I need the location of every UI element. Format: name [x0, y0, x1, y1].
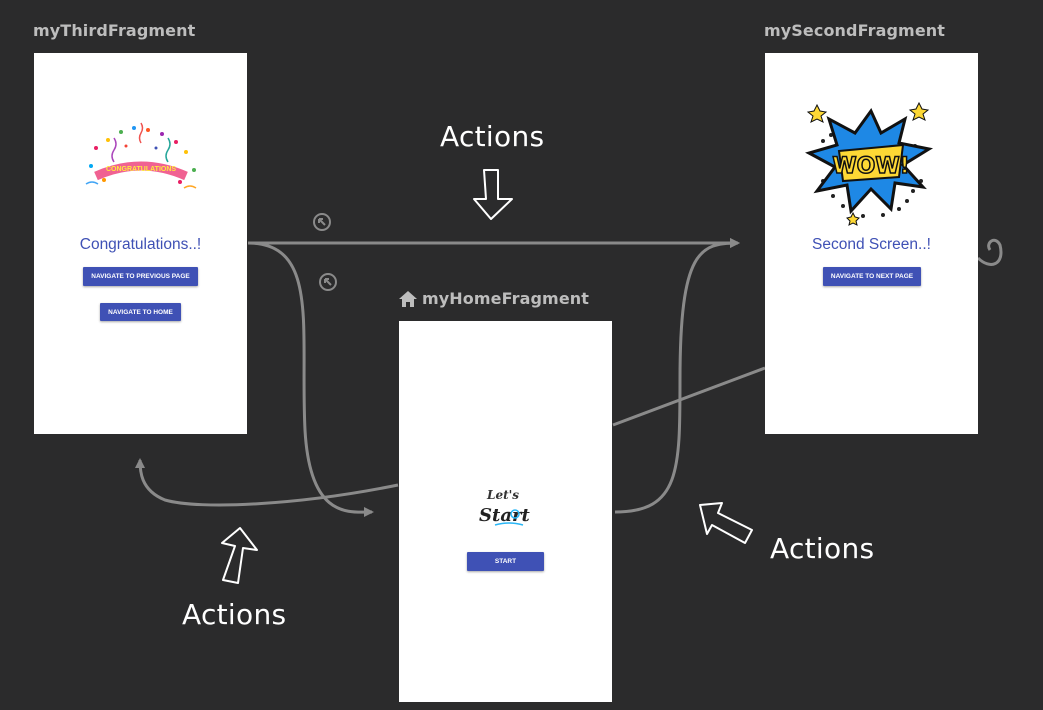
navigate-to-home-button[interactable]: NAVIGATE TO HOME [100, 303, 181, 321]
action-second-to-third[interactable] [976, 238, 1003, 266]
navigate-to-next-page-button[interactable]: NAVIGATE TO NEXT PAGE [823, 267, 921, 286]
second-screen-title: Second Screen..! [812, 236, 931, 253]
fragment-label-home-text: myHomeFragment [422, 289, 590, 308]
action-pop-icon[interactable] [319, 273, 337, 291]
action-second-to-home[interactable] [612, 366, 766, 427]
lets-text: Let's [486, 488, 519, 502]
action-home-to-second[interactable] [614, 238, 740, 514]
action-pop-icon[interactable] [313, 213, 331, 231]
third-fragment-screen[interactable]: CONGRATULATIONS Congratulations..! NAVIG… [34, 53, 247, 434]
actions-annotation-left: Actions [182, 598, 287, 631]
lets-start-logo: Let's Start [479, 488, 530, 526]
navigate-to-previous-page-button[interactable]: NAVIGATE TO PREVIOUS PAGE [83, 267, 198, 286]
actions-annotation-top: Actions [440, 120, 545, 153]
action-third-to-home[interactable] [247, 241, 374, 518]
home-icon [399, 290, 417, 307]
confetti-banner-text: CONGRATULATIONS [106, 166, 176, 173]
confetti-image: CONGRATULATIONS [85, 122, 197, 189]
wow-text: WOW! [832, 154, 909, 179]
start-button[interactable]: START [467, 552, 544, 571]
action-home-to-third[interactable] [135, 458, 399, 507]
wow-comic-image: WOW! [805, 101, 934, 226]
third-screen-title: Congratulations..! [79, 236, 202, 253]
hand-drawn-arrow-icon-up [221, 527, 258, 584]
hand-drawn-arrow-icon-down [473, 169, 513, 220]
fragment-label-second[interactable]: mySecondFragment [764, 21, 946, 40]
fragment-label-third[interactable]: myThirdFragment [33, 21, 196, 40]
hand-drawn-arrow-icon-upleft [699, 502, 753, 544]
home-fragment-screen[interactable]: Let's Start START [399, 321, 612, 702]
second-fragment-screen[interactable]: WOW! Second Screen..! NAVIGATE TO NEXT P… [765, 53, 978, 434]
fragment-label-home[interactable]: myHomeFragment [398, 289, 589, 308]
actions-annotation-right: Actions [770, 532, 875, 565]
